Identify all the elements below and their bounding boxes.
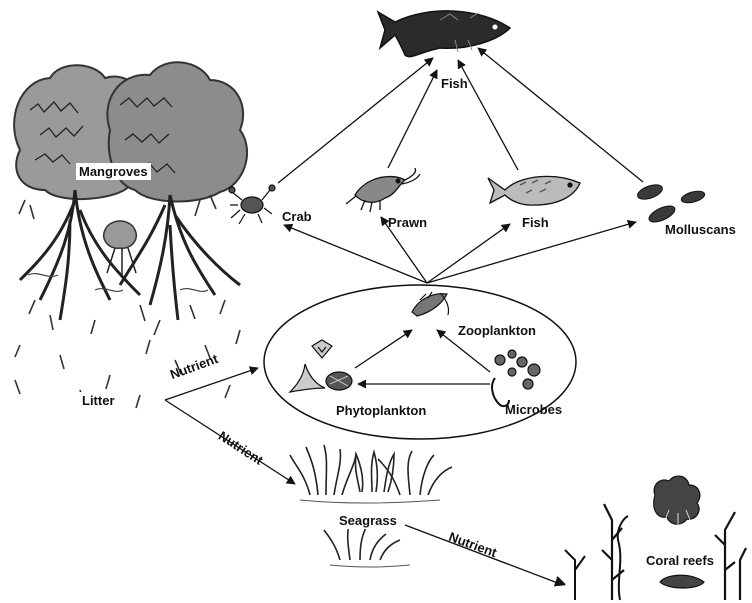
label-mangroves: Mangroves — [76, 163, 151, 180]
arrow-crab-to-fish — [278, 58, 433, 183]
label-zooplankton: Zooplankton — [458, 323, 536, 338]
label-litter: Litter — [79, 392, 118, 409]
arrow-molluscans-to-fish — [478, 48, 643, 182]
coral-reefs-illustration — [557, 476, 746, 600]
arrow-prawn-to-fish — [388, 70, 437, 168]
label-molluscans: Molluscans — [665, 222, 736, 237]
prawn-illustration — [346, 168, 420, 212]
zooplankton-illustration — [412, 292, 449, 316]
molluscans-illustration — [636, 182, 706, 225]
label-seagrass: Seagrass — [336, 512, 400, 529]
arrow-plankton-to-crab — [284, 225, 427, 283]
arrow-phyto-to-zoo — [355, 330, 412, 368]
arrow-plankton-to-molluscans — [427, 222, 636, 283]
label-microbes: Microbes — [505, 402, 562, 417]
mid-fish-illustration — [488, 176, 580, 205]
top-fish-illustration — [378, 11, 510, 57]
label-phytoplankton: Phytoplankton — [336, 403, 426, 418]
label-fish: Fish — [522, 215, 549, 230]
crab-illustration — [229, 185, 275, 224]
phytoplankton-illustration — [290, 340, 352, 392]
label-crab: Crab — [282, 209, 312, 224]
microbes-illustration — [492, 350, 540, 406]
arrow-plankton-to-fish — [427, 224, 510, 283]
label-coral-reefs: Coral reefs — [643, 552, 717, 569]
seagrass-illustration — [290, 445, 452, 567]
label-top-fish: Fish — [441, 76, 468, 91]
label-prawn: Prawn — [388, 215, 427, 230]
